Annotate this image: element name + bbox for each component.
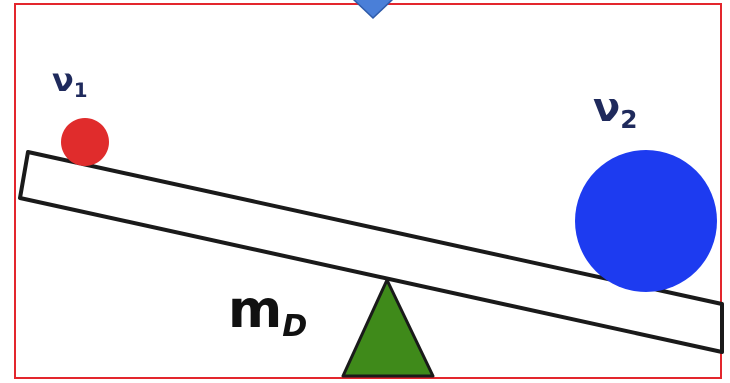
label-nu2-symbol: ν: [593, 85, 621, 131]
fulcrum-triangle: [341, 278, 435, 378]
label-nu1-subscript: 1: [73, 78, 88, 102]
label-nu2: ν2: [593, 85, 638, 132]
label-mass-d: mD: [228, 284, 307, 342]
label-nu2-subscript: 2: [620, 104, 638, 134]
small-ball: [61, 118, 109, 166]
large-ball: [575, 150, 717, 292]
label-nu1-symbol: ν: [52, 61, 74, 99]
label-nu1: ν1: [52, 61, 88, 100]
diamond-icon: [352, 0, 394, 20]
plank-beam: [18, 150, 724, 354]
label-mass-subscript: D: [282, 309, 308, 345]
label-mass-symbol: m: [228, 280, 283, 340]
